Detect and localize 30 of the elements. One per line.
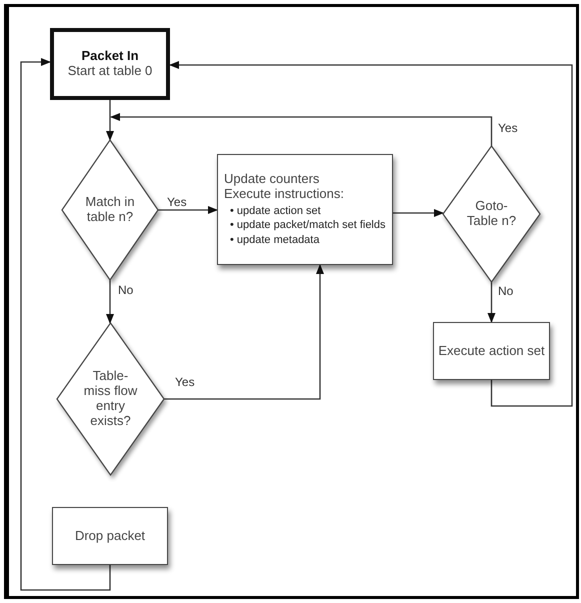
box-text: Start at table 0 [68,64,152,79]
edge-label: No [117,284,134,298]
box-text: Drop packet [74,528,146,544]
process-box [50,28,170,100]
box-text: Execute instructions: [224,187,344,202]
decision-text: Table-miss flow entry exists? [82,369,138,429]
process-box [217,154,393,265]
edge-label: No [497,285,514,298]
bullet-item: • update action set [230,204,322,218]
arrow [106,280,114,324]
edge-label: Yes [497,122,519,136]
arrow [106,100,114,141]
edge-label: Yes [166,196,188,210]
arrow [110,113,492,146]
arrow [169,61,573,407]
box-text: Update counters [224,172,320,188]
decision-text: Match in table n? [84,195,136,225]
arrow [20,58,111,591]
bullet-item: • update metadata [230,232,320,247]
box-text: Packet In [81,49,139,64]
bullet-item: • update packet/match set fields [230,218,386,233]
arrow [488,282,496,323]
process-box [52,507,168,565]
arrow [393,209,444,217]
arrow [158,206,218,214]
box-text: Execute action set [438,344,545,358]
process-box [433,322,550,380]
arrow [164,264,324,400]
edge-label: Yes [174,376,196,390]
decision-text: Goto-Table n? [466,199,518,229]
